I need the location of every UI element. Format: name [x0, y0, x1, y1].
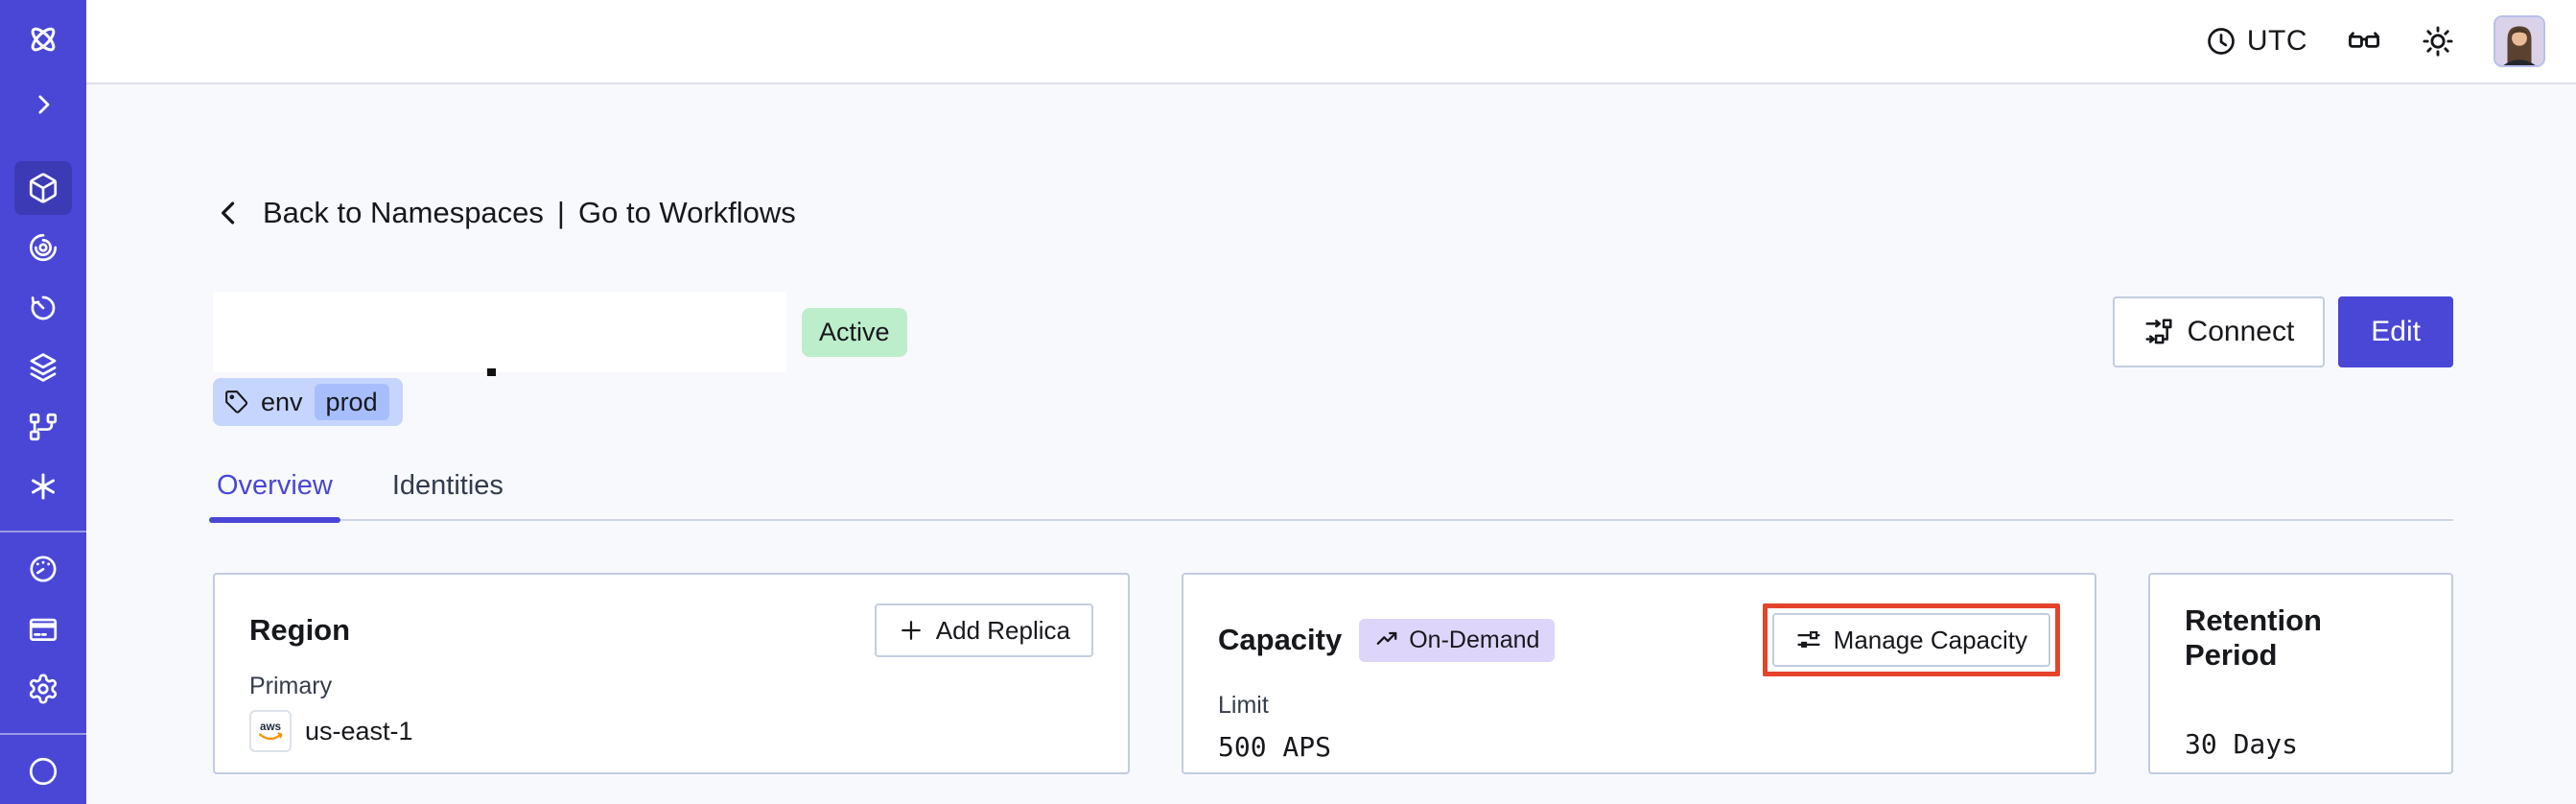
breadcrumb-separator: |	[556, 196, 565, 229]
redacted-text-artifact	[487, 368, 496, 376]
aws-logo-text: aws	[260, 721, 282, 733]
sidebar-item-nexus[interactable]	[14, 460, 72, 513]
support-circle-icon	[29, 757, 58, 785]
retention-card: Retention Period 30 Days	[2148, 573, 2453, 775]
add-replica-button[interactable]: Add Replica	[874, 603, 1093, 658]
settings-gear-icon	[29, 674, 58, 704]
sidebar-item-schedules[interactable]	[14, 280, 72, 334]
timezone-button[interactable]: UTC	[2205, 25, 2307, 58]
sidebar-divider	[0, 732, 86, 735]
deployments-branch-icon	[29, 413, 58, 441]
sidebar-item-settings[interactable]	[14, 662, 72, 716]
region-card: Region Add Replica Primary	[213, 573, 1130, 775]
temporal-logo-icon[interactable]	[25, 21, 61, 58]
region-value: us-east-1	[305, 716, 413, 745]
back-to-namespaces-link[interactable]: Back to Namespaces	[263, 196, 544, 229]
capacity-limit-label: Limit	[1218, 692, 1269, 720]
clock-icon	[2208, 28, 2235, 55]
aws-provider-badge: aws	[249, 710, 292, 753]
connect-button[interactable]: Connect	[2112, 296, 2326, 367]
glasses-icon	[2349, 32, 2379, 48]
on-demand-badge: On-Demand	[1359, 618, 1556, 662]
sidebar-item-usage[interactable]	[14, 542, 72, 596]
layers-icon	[30, 352, 57, 382]
brightness-sun-icon	[2423, 26, 2453, 57]
tag-value-chip: prod	[314, 384, 389, 421]
sidebar-item-billing[interactable]	[14, 602, 72, 655]
tab-overview[interactable]: Overview	[209, 470, 340, 524]
nexus-asterisk-icon	[32, 473, 55, 500]
status-badge: Active	[802, 307, 907, 357]
overview-cards: Region Add Replica Primary	[213, 573, 2453, 775]
connect-button-label: Connect	[2187, 316, 2295, 347]
back-arrow-icon[interactable]	[213, 197, 246, 229]
retention-value: 30 Days	[2185, 728, 2299, 761]
sliders-icon	[1797, 631, 1820, 649]
tag-icon	[225, 390, 248, 414]
main-content: Back to Namespaces | Go to Workflows Act…	[86, 84, 2576, 804]
capacity-card-title: Capacity	[1218, 623, 1343, 657]
sidebar-item-deployments[interactable]	[14, 400, 72, 454]
tab-identities[interactable]: Identities	[391, 470, 503, 502]
manage-capacity-label: Manage Capacity	[1833, 625, 2027, 654]
add-replica-label: Add Replica	[935, 615, 1070, 645]
theme-toggle-button[interactable]	[2421, 24, 2455, 59]
connect-icon	[2145, 319, 2172, 344]
capacity-value: 500 APS	[1218, 731, 1332, 764]
namespace-header: Active Connect Edit	[213, 292, 2453, 376]
namespaces-cube-icon	[29, 173, 58, 203]
capacity-card: Capacity On-Demand	[1182, 573, 2096, 775]
sidebar-item-support[interactable]	[14, 745, 72, 798]
edit-button[interactable]: Edit	[2338, 296, 2453, 367]
region-card-title: Region	[249, 613, 351, 648]
env-tag: env prod	[213, 378, 403, 427]
edit-button-label: Edit	[2371, 316, 2421, 347]
dev-mode-button[interactable]	[2346, 23, 2382, 59]
namespace-title-redacted	[213, 292, 786, 376]
trending-up-icon	[1376, 632, 1397, 646]
schedules-timer-icon	[31, 296, 56, 319]
avatar-image	[2495, 17, 2543, 65]
timezone-label: UTC	[2246, 25, 2307, 57]
tab-bar: Overview Identities	[209, 470, 2453, 524]
right-column: UTC	[86, 0, 2576, 804]
sidebar-item-namespaces[interactable]	[14, 161, 72, 216]
annotation-highlight-box: Manage Capacity	[1762, 603, 2060, 677]
manage-capacity-button[interactable]: Manage Capacity	[1771, 613, 2050, 668]
sidebar	[0, 0, 86, 804]
go-to-workflows-link[interactable]: Go to Workflows	[577, 196, 796, 229]
sidebar-item-layers[interactable]	[14, 341, 72, 394]
billing-card-icon	[29, 618, 58, 641]
sidebar-divider	[0, 531, 86, 533]
topbar: UTC	[86, 0, 2576, 84]
tag-row: env prod	[213, 378, 2453, 427]
sidebar-item-workflows[interactable]	[14, 221, 72, 274]
breadcrumb: Back to Namespaces | Go to Workflows	[213, 196, 2453, 230]
tag-key: env	[261, 387, 303, 416]
region-primary-label: Primary	[249, 673, 333, 700]
usage-gauge-icon	[30, 556, 57, 582]
user-avatar[interactable]	[2494, 15, 2545, 67]
retention-card-title: Retention Period	[2185, 603, 2322, 673]
workflows-spiral-icon	[29, 234, 58, 262]
plus-icon	[901, 621, 921, 641]
aws-logo-icon: aws	[259, 721, 283, 741]
on-demand-badge-label: On-Demand	[1409, 626, 1540, 653]
sidebar-expand-chevron-icon[interactable]	[29, 90, 58, 119]
